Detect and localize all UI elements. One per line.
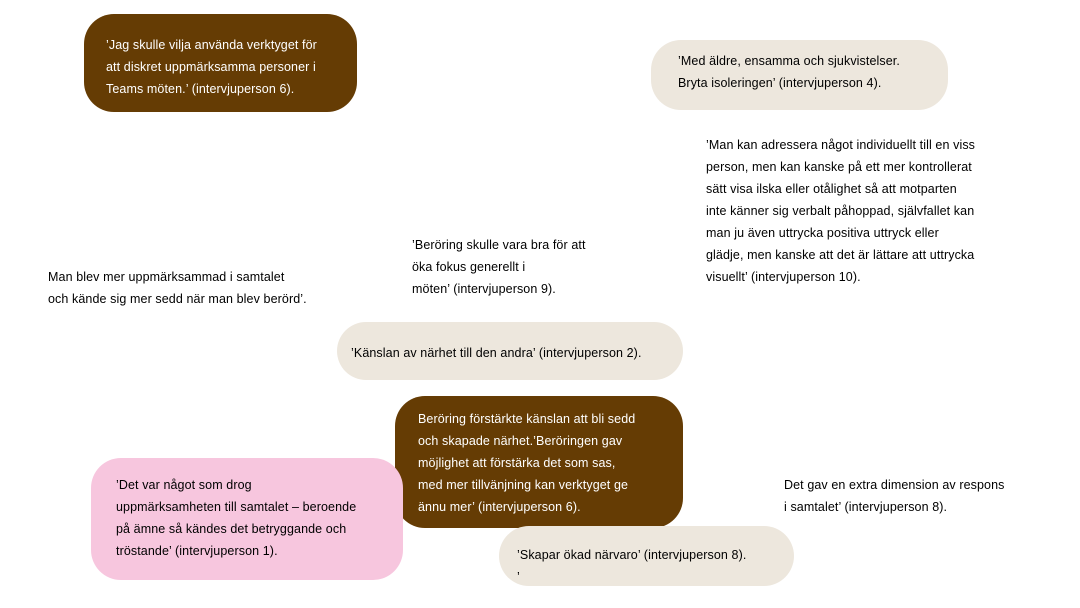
quote-text: ’Det var något som drog uppmärksamheten … — [116, 478, 357, 558]
quote-text: Det gav en extra dimension av respons i … — [784, 478, 1005, 514]
quote-bubble-closeness: ’Känslan av närhet till den andra’ (inte… — [337, 322, 683, 380]
quote-block-focus-meetings: ’Beröring skulle vara bra för att öka fo… — [398, 234, 628, 302]
quote-text: ’Känslan av närhet till den andra’ (inte… — [351, 346, 642, 360]
quote-bubble-teams-meetings: ’Jag skulle vilja använda verktyget för … — [84, 14, 357, 112]
quote-block-more-noticed: Man blev mer uppmärksammad i samtalet oc… — [36, 266, 356, 314]
quote-text: ’Med äldre, ensamma och sjukvistelser. B… — [678, 54, 900, 90]
quote-text: ’Beröring skulle vara bra för att öka fo… — [412, 238, 586, 296]
quote-bubble-presence: ’Skapar ökad närvaro’ (intervjuperson 8)… — [499, 526, 794, 586]
quote-block-individual-address: ’Man kan adressera något individuellt ti… — [694, 134, 1034, 290]
quote-text: ’Skapar ökad närvaro’ (intervjuperson 8)… — [517, 548, 747, 584]
quote-block-extra-dimension: Det gav en extra dimension av respons i … — [772, 474, 1062, 522]
quote-text: ’Man kan adressera något individuellt ti… — [706, 138, 976, 284]
quote-bubble-elderly-isolation: ’Med äldre, ensamma och sjukvistelser. B… — [651, 40, 948, 110]
quote-bubble-reassuring: ’Det var något som drog uppmärksamheten … — [91, 458, 403, 580]
quote-text: Man blev mer uppmärksammad i samtalet oc… — [48, 270, 307, 306]
quote-text: ’Jag skulle vilja använda verktyget för … — [106, 38, 317, 96]
quote-text: Beröring förstärkte känslan att bli sedd… — [418, 412, 636, 514]
quote-bubble-touch-reinforced: Beröring förstärkte känslan att bli sedd… — [395, 396, 683, 528]
